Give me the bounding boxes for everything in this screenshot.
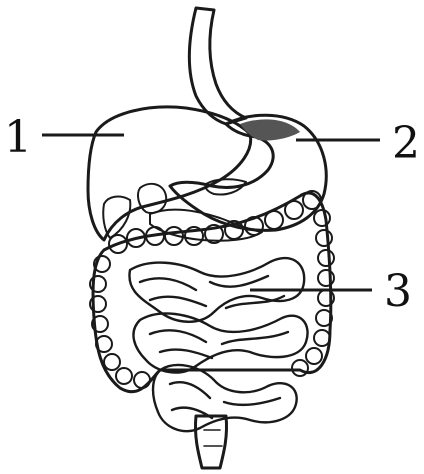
esophagus (189, 8, 246, 124)
label-2: 2 (392, 118, 420, 169)
label-1: 1 (4, 112, 32, 163)
small-intestine (129, 258, 307, 431)
label-3: 3 (384, 266, 412, 317)
